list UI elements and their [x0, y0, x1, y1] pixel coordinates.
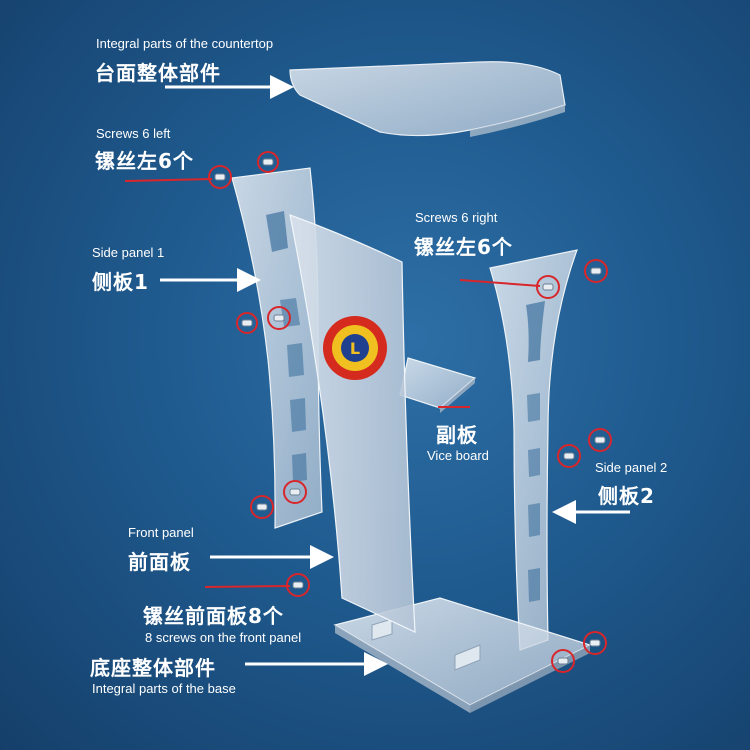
side-panel-2-label-zh: 侧板2 — [598, 484, 655, 508]
screws-left-label-en: Screws 6 left — [96, 126, 171, 141]
front-panel-label-en: Front panel — [128, 525, 194, 540]
red-leader-lines — [124, 178, 541, 588]
base-label-zh: 底座整体部件 — [90, 656, 216, 680]
screws-left-label-zh: 镙丝左6个 — [95, 149, 194, 173]
front-panel-label-zh: 前面板 — [128, 550, 191, 574]
side-panel-2-label-en: Side panel 2 — [595, 460, 668, 475]
side-panel-2 — [489, 249, 578, 651]
screw-markers — [208, 151, 612, 673]
countertop-label-en: Integral parts of the countertop — [96, 36, 274, 51]
base-label-en: Integral parts of the base — [92, 681, 236, 696]
base-part — [333, 597, 592, 713]
vice-board-label-zh: 副板 — [436, 423, 478, 447]
vice-board-label-en: Vice board — [427, 448, 489, 463]
countertop-label-zh: 台面整体部件 — [95, 61, 221, 85]
screws-right-label-zh: 镙丝左6个 — [414, 235, 513, 259]
front-screws-label-en: 8 screws on the front panel — [145, 630, 302, 645]
side-panel-1-label-zh: 侧板1 — [92, 270, 149, 294]
front-screws-label-zh: 镙丝前面板8个 — [143, 604, 284, 628]
countertop-part — [289, 61, 566, 137]
vice-board — [399, 357, 477, 413]
screws-right-label-en: Screws 6 right — [415, 210, 498, 225]
side-panel-1-label-en: Side panel 1 — [92, 245, 165, 260]
lions-logo: L — [323, 316, 387, 380]
svg-text:L: L — [350, 339, 360, 358]
front-panel: L — [289, 214, 416, 633]
screws — [214, 158, 606, 665]
white-arrows — [160, 75, 630, 676]
